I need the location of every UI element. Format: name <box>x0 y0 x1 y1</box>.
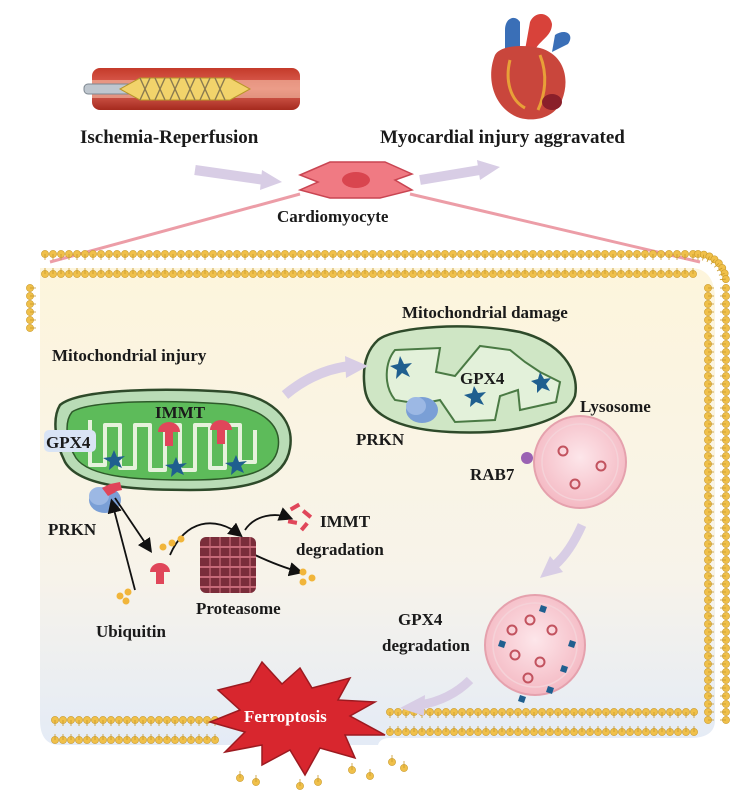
arrow-injury-to-damage <box>281 361 351 399</box>
free-ubiquitin-icon <box>299 568 316 586</box>
arrow-to-cardiomyocyte-head <box>260 170 282 190</box>
gpx4-star-icon <box>390 356 551 407</box>
arrow-lysosome-down <box>551 523 587 569</box>
mitochondrial-injury-label: Mitochondrial injury <box>52 346 207 365</box>
heart-illustration <box>491 13 571 120</box>
ubiquitin-pool-icon <box>116 588 132 605</box>
prkn-protein-right <box>406 397 438 423</box>
immt-protein-icon <box>158 420 232 446</box>
arrow-to-myocardial-head <box>477 160 500 180</box>
immt-degradation-label-line2: degradation <box>296 540 384 559</box>
lysosome-lower <box>484 594 586 703</box>
gpx4-label-left: GPX4 <box>46 433 91 452</box>
arrow-injury-to-damage-head <box>345 356 368 378</box>
cardiomyocyte-label: Cardiomyocyte <box>277 207 389 226</box>
myocardial-injury-label: Myocardial injury aggravated <box>380 127 625 148</box>
arrow-to-ferroptosis <box>419 676 474 710</box>
ubiquitin-chain-icon <box>159 535 185 551</box>
gpx4-degradation-label-line2: degradation <box>382 636 470 655</box>
mitochondrial-damage-label: Mitochondrial damage <box>402 303 568 322</box>
arrow-to-immt-fragments <box>244 507 294 531</box>
ferroptosis-burst <box>207 660 386 777</box>
gpx4-label-bg <box>44 430 96 452</box>
rab7-dot <box>521 452 533 464</box>
immt-degradation-label-line1: IMMT <box>320 512 371 531</box>
prkn-label-right: PRKN <box>356 430 405 449</box>
immt-tagged-icon <box>150 563 170 584</box>
arrow-to-ubiquitin-recycle <box>254 554 304 577</box>
ubiquitinated-immt-icon <box>102 482 122 496</box>
gpx4-star-icon-left <box>103 450 247 477</box>
blood-vessel-stent-illustration <box>83 68 300 110</box>
arrow-to-cardiomyocyte <box>194 165 266 185</box>
ubiquitin-label: Ubiquitin <box>96 622 166 641</box>
prkn-label-left: PRKN <box>48 520 97 539</box>
proteasome-label: Proteasome <box>196 599 281 618</box>
arrow-to-ferroptosis-head <box>400 695 425 716</box>
lysosome-label: Lysosome <box>580 397 651 416</box>
arrow-ubiquitin-up <box>107 498 136 591</box>
ischemia-reperfusion-label: Ischemia-Reperfusion <box>80 127 259 148</box>
cell-membrane-lipid-bilayer <box>26 250 730 744</box>
immt-fragments-icon <box>287 502 313 532</box>
arrow-to-myocardial <box>419 165 481 185</box>
gpx4-label-right: GPX4 <box>460 369 505 388</box>
proteasome-icon <box>200 537 256 593</box>
rab7-label: RAB7 <box>470 465 515 484</box>
arrow-lysosome-down-head <box>540 556 563 578</box>
gpx4-degradation-label-line1: GPX4 <box>398 610 443 629</box>
lysosome-upper <box>533 415 627 509</box>
arrow-to-proteasome <box>169 522 243 556</box>
membrane-fragments <box>236 755 408 790</box>
immt-label: IMMT <box>155 403 206 422</box>
cardiomyocyte-cell-illustration <box>297 161 415 199</box>
ferroptosis-label: Ferroptosis <box>244 707 327 726</box>
